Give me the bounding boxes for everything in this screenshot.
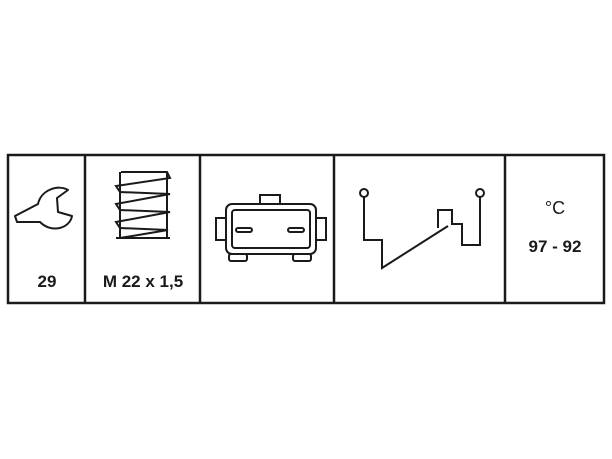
switch-symbol-icon xyxy=(359,188,485,270)
spec-table-frame xyxy=(6,153,606,305)
thread-size-label: M 22 x 1,5 xyxy=(102,272,184,291)
temperature-unit: °C xyxy=(545,198,565,218)
wrench-icon xyxy=(14,186,73,230)
thread-icon xyxy=(114,171,172,239)
wrench-size-label: 29 xyxy=(37,272,57,291)
temperature-range-label: 97 - 92 xyxy=(528,237,582,256)
connector-icon xyxy=(215,194,327,262)
